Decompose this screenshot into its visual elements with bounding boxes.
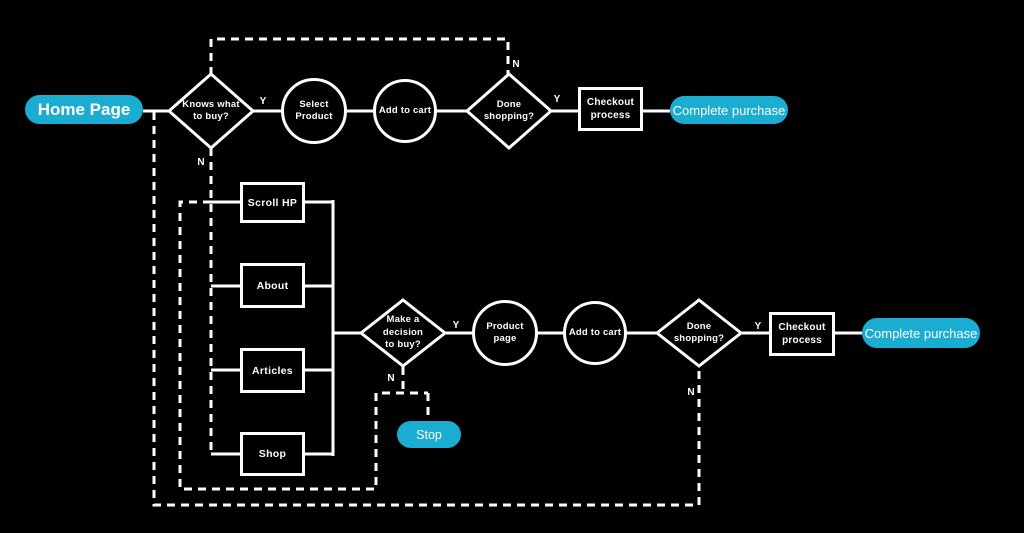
complete-purchase-1-node: Complete purchase bbox=[670, 96, 788, 124]
make-decision-diamond bbox=[358, 298, 448, 368]
branch-label-knows-yes: Y bbox=[259, 96, 267, 107]
branch-label-done1-yes: Y bbox=[553, 94, 561, 105]
select-product-node: Select Product bbox=[281, 78, 347, 144]
product-page-node: Product page bbox=[472, 300, 538, 366]
branch-label-done1-no: N bbox=[512, 59, 520, 70]
done-shopping-2-diamond bbox=[654, 298, 744, 368]
branch-label-decision-yes: Y bbox=[452, 320, 460, 331]
add-to-cart-2-label: Add to cart bbox=[568, 326, 622, 338]
branch-label-done2-yes: Y bbox=[754, 321, 762, 332]
shop-node: Shop bbox=[240, 432, 305, 476]
complete-purchase-1-label: Complete purchase bbox=[672, 102, 786, 118]
branch-label-done2-no: N bbox=[687, 387, 695, 398]
stop-label: Stop bbox=[416, 427, 442, 442]
done-shopping-1-label: Done shopping? bbox=[483, 98, 535, 122]
make-decision-label: Make a decision to buy? bbox=[382, 314, 424, 351]
checkout-process-2-node: Checkout process bbox=[769, 312, 835, 356]
home-page-label: Home Page bbox=[37, 99, 131, 119]
shop-label: Shop bbox=[258, 448, 287, 460]
branch-label-decision-no: N bbox=[387, 373, 395, 384]
about-label: About bbox=[256, 279, 289, 292]
knows-what-to-buy-label: Knows what to buy? bbox=[182, 98, 240, 122]
home-page-node: Home Page bbox=[25, 95, 143, 124]
complete-purchase-2-node: Complete purchase bbox=[862, 318, 980, 348]
feedback-done2-no-to-home-loop bbox=[152, 112, 701, 507]
add-to-cart-1-label: Add to cart bbox=[378, 104, 432, 116]
knows-what-to-buy-diamond bbox=[166, 72, 256, 150]
product-page-label: Product page bbox=[486, 320, 524, 344]
select-product-label: Select Product bbox=[295, 98, 333, 122]
complete-purchase-2-label: Complete purchase bbox=[864, 325, 978, 341]
branch-label-knows-no: N bbox=[197, 157, 205, 168]
done-shopping-2-label: Done shopping? bbox=[673, 320, 725, 344]
feedback-decision-no-loop bbox=[178, 200, 428, 491]
checkout-process-1-node: Checkout process bbox=[578, 87, 643, 131]
articles-node: Articles bbox=[240, 348, 305, 393]
scroll-hp-node: Scroll HP bbox=[240, 182, 305, 223]
stop-node: Stop bbox=[397, 421, 461, 448]
checkout-process-2-label: Checkout process bbox=[778, 322, 826, 346]
checkout-process-1-label: Checkout process bbox=[586, 97, 635, 121]
done-shopping-1-diamond bbox=[464, 72, 554, 150]
feedback-done1-no-to-knows-loop bbox=[209, 37, 510, 75]
add-to-cart-1-node: Add to cart bbox=[373, 79, 437, 143]
add-to-cart-2-node: Add to cart bbox=[563, 301, 627, 365]
articles-label: Articles bbox=[252, 364, 293, 377]
scroll-hp-label: Scroll HP bbox=[247, 196, 298, 209]
about-node: About bbox=[240, 263, 305, 308]
